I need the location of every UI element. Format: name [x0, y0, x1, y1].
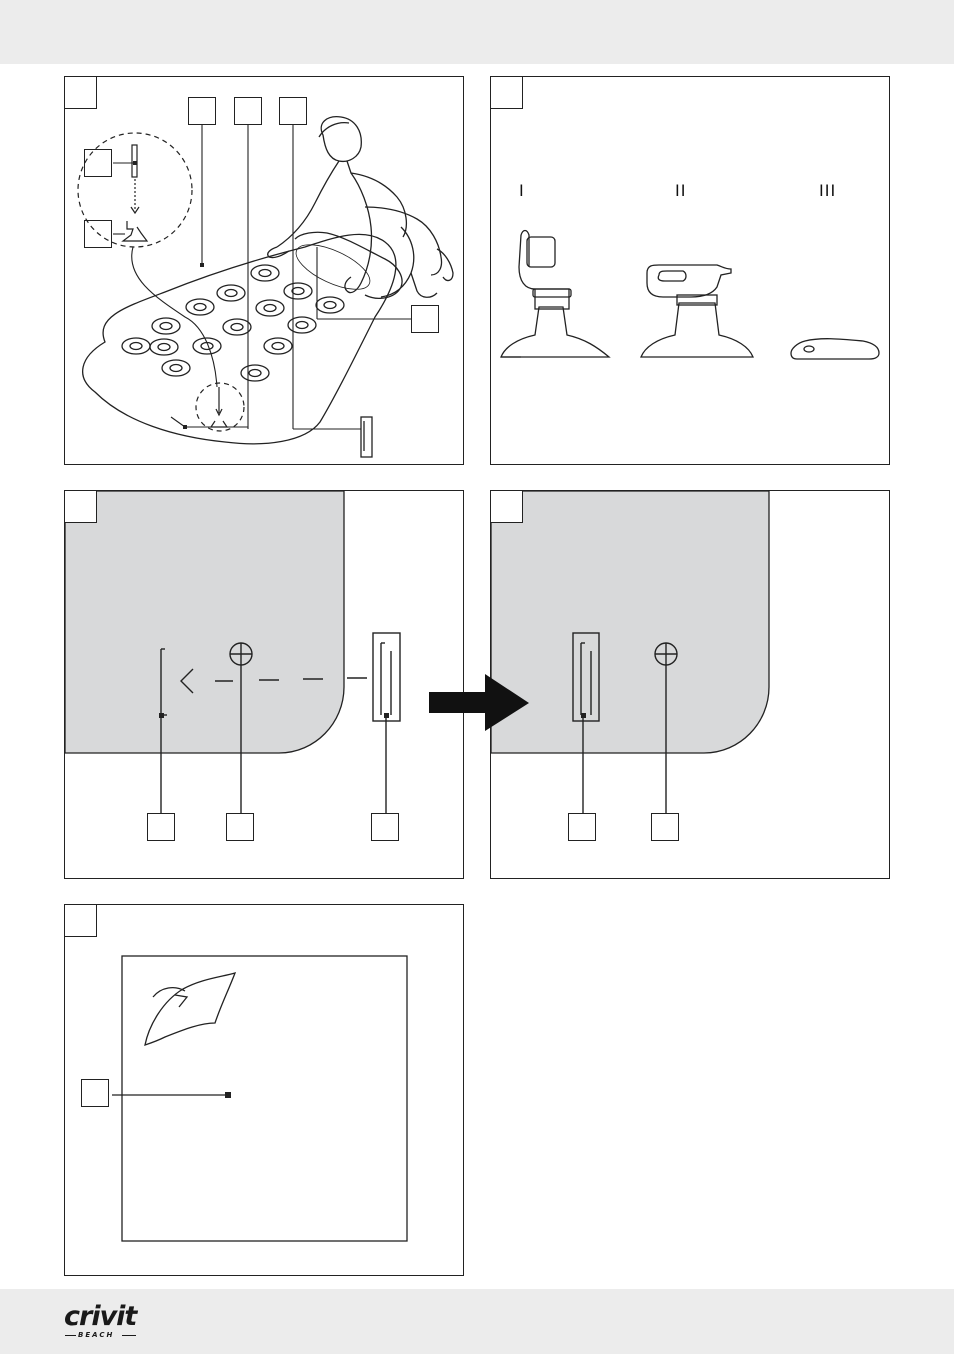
callout-box: [84, 149, 112, 177]
placement-step-2-illustration: [491, 491, 770, 815]
figure-panel-b: I II III: [490, 76, 890, 465]
figure-panel-c: [64, 490, 464, 879]
brand-name: crivit: [64, 1301, 137, 1332]
figure-panel-d: [490, 490, 890, 879]
parts-illustration: [500, 229, 880, 360]
figure-number-tab: [65, 491, 97, 523]
brand-sub: BEACH: [78, 1331, 115, 1339]
callout-box: [188, 97, 216, 125]
figure-number-tab: [65, 905, 97, 937]
callout-box: [371, 813, 399, 841]
part-label-3: III: [819, 181, 837, 200]
part-label-1: I: [519, 181, 525, 200]
callout-box: [234, 97, 262, 125]
part-label-2: II: [675, 181, 687, 200]
placement-step-1-illustration: [65, 491, 401, 815]
callout-box: [147, 813, 175, 841]
figure-panel-e: [64, 904, 464, 1276]
logo-rule-left: [65, 1335, 76, 1336]
figure-panel-a: [64, 76, 464, 465]
figure-number-tab: [491, 77, 523, 109]
callout-box: [568, 813, 596, 841]
brand-logo: crivit BEACH: [64, 1302, 142, 1344]
callout-box: [411, 305, 439, 333]
mat-with-person-illustration: [77, 116, 454, 458]
footer-band: [0, 1289, 954, 1354]
callout-box: [651, 813, 679, 841]
callout-box: [81, 1079, 109, 1107]
figure-number-tab: [491, 491, 523, 523]
callout-box: [279, 97, 307, 125]
header-band: [0, 0, 954, 64]
figure-number-tab: [65, 77, 97, 109]
logo-rule-right: [122, 1335, 136, 1336]
callout-box: [226, 813, 254, 841]
repair-patch-illustration: [112, 955, 408, 1242]
